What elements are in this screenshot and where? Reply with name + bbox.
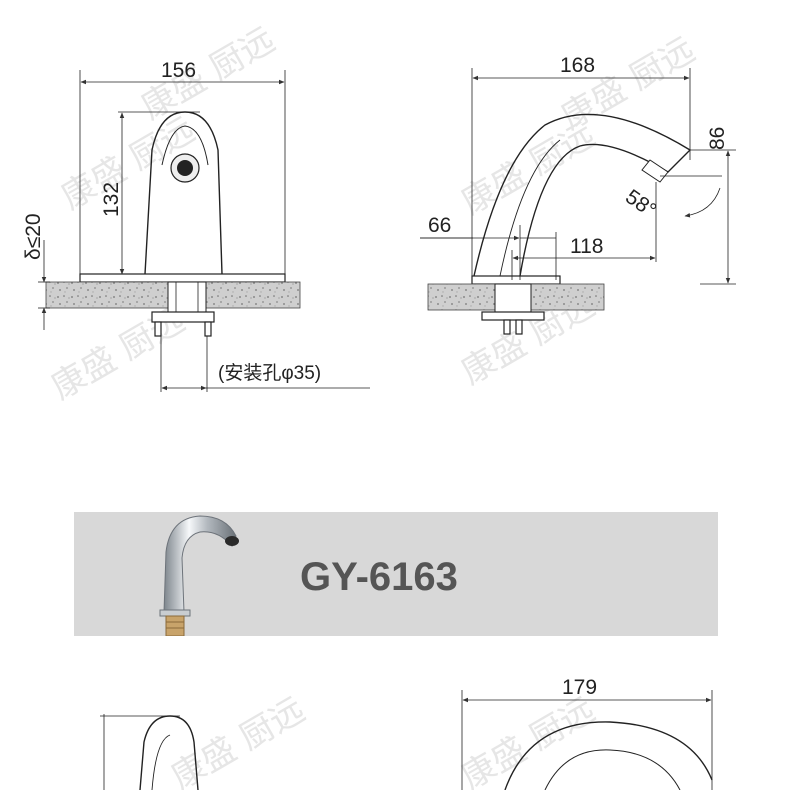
lower-width-label: 179 [562,676,597,699]
front-faucet-body [144,111,223,275]
side-width-label: 168 [560,54,595,77]
faucet-photo-icon [159,515,239,636]
front-faucet-inner [161,125,209,166]
side-faucet-spout [473,113,692,277]
side-spout-tip [641,159,669,183]
product-banner: GY-6163 [74,512,718,636]
side-mount-bracket [481,311,545,321]
front-mount-thread [167,281,207,313]
watermark-text: 康盛 厨远 [455,690,602,790]
lower-view [100,690,713,791]
side-mount-thread [494,283,532,313]
watermark-group: 康盛 厨远 康盛 厨远 康盛 厨远 康盛 厨远 康盛 厨远 康盛 厨远 康盛 厨… [45,20,702,795]
angle-label: 58° [621,185,660,222]
hole-label: (安装孔φ35) [218,362,321,384]
front-base-plate [79,273,286,283]
front-width-label: 156 [161,59,196,82]
model-number: GY-6163 [300,555,458,599]
lower-faucet-body [139,715,199,791]
spout-height-label: 86 [706,127,729,150]
front-mount-bracket [151,311,215,323]
base-offset-label: 66 [428,214,451,237]
front-view [38,70,370,392]
side-base-plate [471,275,561,285]
side-view [420,68,736,335]
reach-label: 118 [570,235,603,258]
watermark-text: 康盛 厨远 [165,690,312,790]
lower-spout [504,721,713,791]
angle-arc [684,187,721,218]
front-height-label: 132 [100,182,123,217]
watermark-text: 康盛 厨远 [135,20,282,128]
thickness-label: δ≤20 [22,213,45,260]
